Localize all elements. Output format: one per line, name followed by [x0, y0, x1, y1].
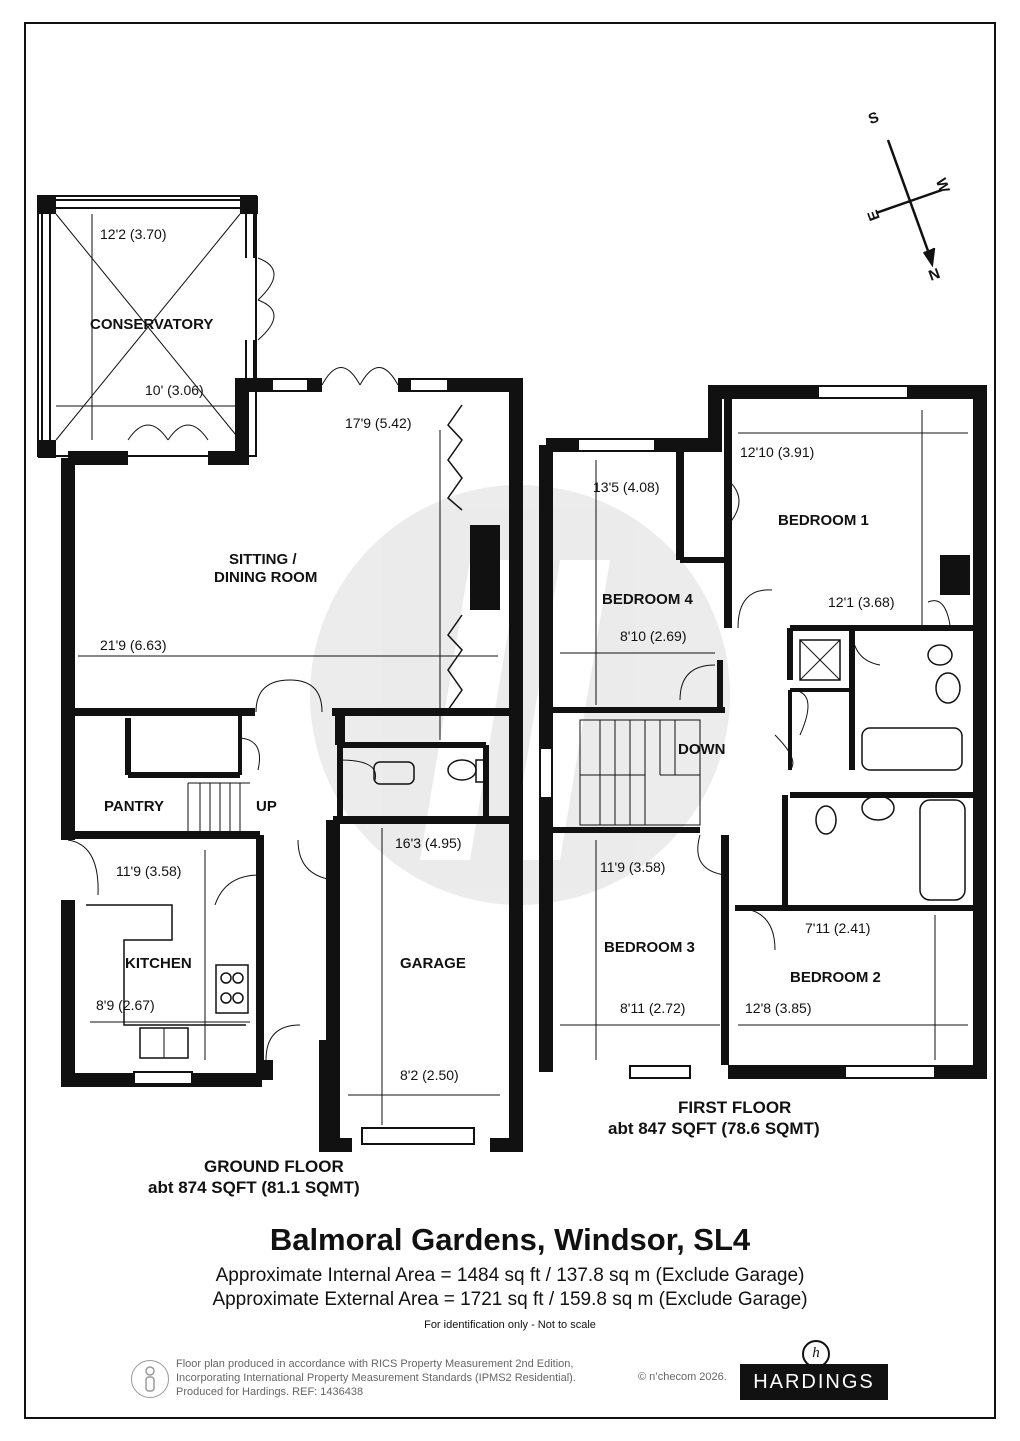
first-floor-plan — [539, 385, 987, 1079]
dim-garage-length: 16'3 (4.95) — [395, 835, 462, 851]
dim-bedroom-2-length: 7'11 (2.41) — [805, 920, 870, 936]
kitchen-counter — [86, 904, 246, 1026]
room-kitchen: KITCHEN — [125, 955, 192, 972]
person-icon — [131, 1360, 169, 1398]
room-sitting: SITTING / — [229, 551, 297, 568]
dim-bedroom-3-width: 8'11 (2.72) — [620, 1000, 685, 1016]
dim-bedroom-1-width: 12'10 (3.91) — [740, 444, 814, 460]
room-garage: GARAGE — [400, 955, 466, 972]
dim-bedroom-4-length: 13'5 (4.08) — [593, 479, 660, 495]
compass-icon — [875, 139, 943, 268]
compass-w: W — [932, 176, 953, 196]
ground-floor-plan — [37, 195, 523, 1152]
dim-sitting-width: 17'9 (5.42) — [345, 415, 412, 431]
dim-conservatory-length: 12'2 (3.70) — [100, 226, 167, 242]
dim-sitting-length: 21'9 (6.63) — [100, 637, 167, 653]
hardings-logo: h HARDINGS — [740, 1340, 888, 1400]
footer-line-2: Incorporating International Property Mea… — [176, 1372, 576, 1384]
room-dining: DINING ROOM — [214, 569, 317, 586]
room-pantry: PANTRY — [104, 798, 164, 815]
footer-line-3: Produced for Hardings. REF: 1436438 — [176, 1386, 364, 1398]
dim-bedroom-1-length: 12'1 (3.68) — [828, 594, 895, 610]
property-title: Balmoral Gardens, Windsor, SL4 — [269, 1222, 751, 1257]
page-border — [24, 22, 996, 1419]
room-bedroom-2: BEDROOM 2 — [790, 969, 881, 986]
disclaimer: For identification only - Not to scale — [424, 1319, 596, 1331]
compass-s: S — [866, 109, 881, 128]
hardings-name: HARDINGS — [740, 1364, 888, 1400]
footer-notes: Floor plan produced in accordance with R… — [176, 1357, 576, 1399]
copyright: © n’checom 2026. — [638, 1371, 727, 1383]
dim-kitchen-width: 8'9 (2.67) — [96, 997, 155, 1013]
compass-n: N — [926, 264, 942, 284]
dim-kitchen-length: 11'9 (3.58) — [116, 863, 181, 879]
dim-conservatory-width: 10' (3.06) — [145, 382, 204, 398]
room-bedroom-4: BEDROOM 4 — [602, 591, 694, 608]
compass-e: E — [864, 208, 883, 223]
first-floor-title: FIRST FLOOR — [678, 1098, 791, 1117]
room-bedroom-1: BEDROOM 1 — [778, 512, 869, 529]
ground-floor-title: GROUND FLOOR — [204, 1157, 344, 1176]
dim-garage-width: 8'2 (2.50) — [400, 1067, 459, 1083]
first-floor-area: abt 847 SQFT (78.6 SQMT) — [608, 1119, 820, 1138]
room-bedroom-3: BEDROOM 3 — [604, 939, 695, 956]
stairs-down: DOWN — [678, 741, 726, 758]
stairs-up: UP — [256, 798, 277, 815]
dim-bedroom-2-width: 12'8 (3.85) — [745, 1000, 812, 1016]
first-floor-outer-wall — [539, 385, 987, 1079]
external-area: Approximate External Area = 1721 sq ft /… — [212, 1289, 808, 1310]
dimension-lines — [56, 214, 968, 1125]
dim-bedroom-4-width: 8'10 (2.69) — [620, 628, 687, 644]
dim-bedroom-3-length: 11'9 (3.58) — [600, 859, 665, 875]
room-conservatory: CONSERVATORY — [90, 316, 213, 333]
footer-line-1: Floor plan produced in accordance with R… — [176, 1358, 574, 1370]
ground-floor-area: abt 874 SQFT (81.1 SQMT) — [148, 1178, 360, 1197]
internal-area: Approximate Internal Area = 1484 sq ft /… — [215, 1265, 805, 1286]
